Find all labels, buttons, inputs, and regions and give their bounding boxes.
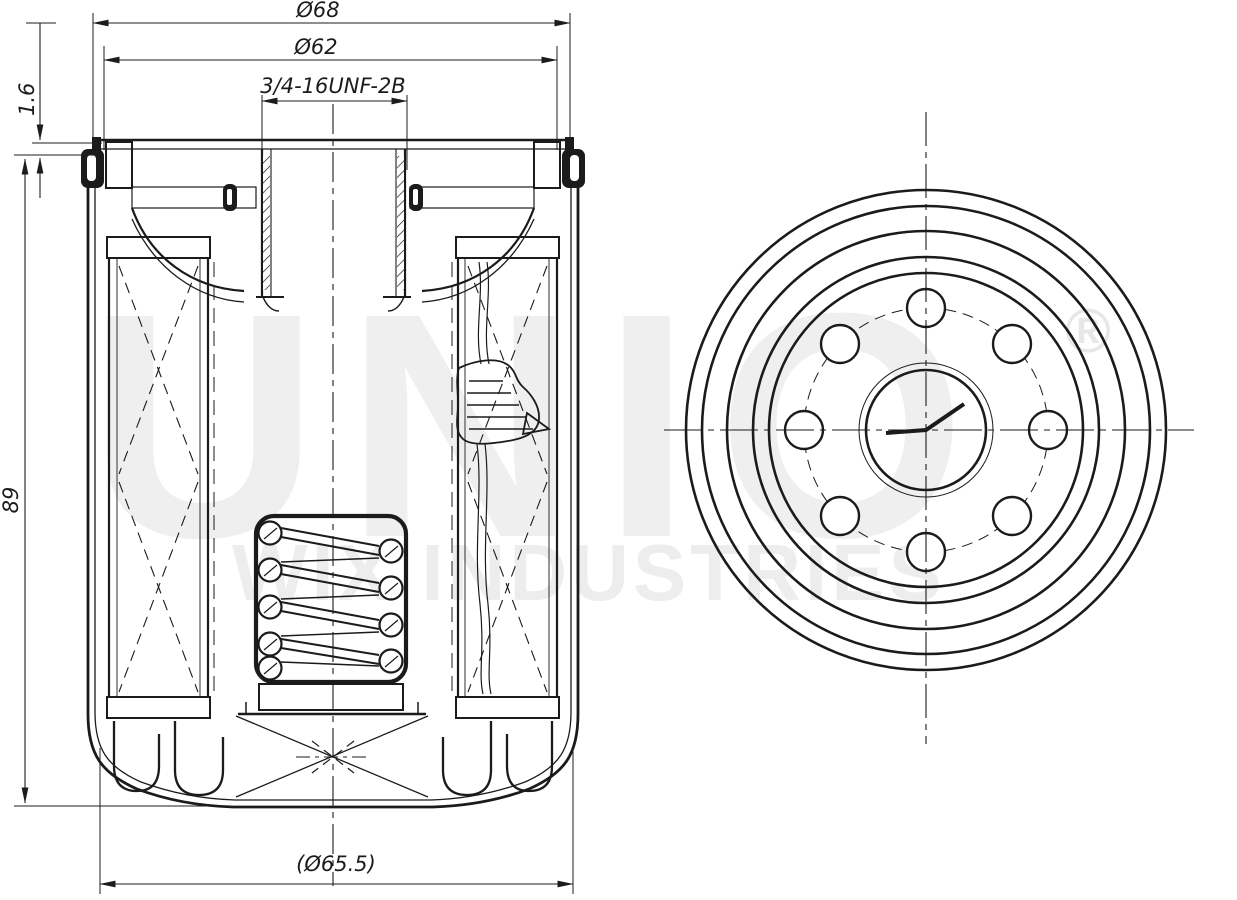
dim-thread-spec: 3/4-16UNF-2B <box>260 74 405 98</box>
dim-outer-diameter: Ø68 <box>295 0 339 22</box>
dim-seal-diameter: Ø62 <box>293 35 337 59</box>
filter-element <box>106 236 560 719</box>
dim-gasket-thickness: 1.6 <box>15 83 39 116</box>
bottom-feet <box>112 721 554 797</box>
dim-overall-height: 89 <box>0 487 23 514</box>
dim-body-diameter: (Ø65.5) <box>296 852 376 876</box>
bypass-valve <box>456 261 552 695</box>
coil-spring <box>238 513 426 716</box>
threaded-port <box>256 149 411 312</box>
inlet-holes <box>783 287 1069 573</box>
tapping-plate-dome <box>130 184 536 303</box>
gasket <box>81 149 585 188</box>
dimensions: Ø68 Ø62 3/4-16UNF-2B 1.6 89 (Ø65.5) <box>0 0 574 894</box>
thread-bore <box>858 362 994 498</box>
end-view <box>664 112 1194 744</box>
registered-trademark-icon: ® <box>1065 297 1111 366</box>
watermark-subtitle: WIX INDUSTRIES <box>232 528 946 617</box>
section-view <box>81 104 585 886</box>
